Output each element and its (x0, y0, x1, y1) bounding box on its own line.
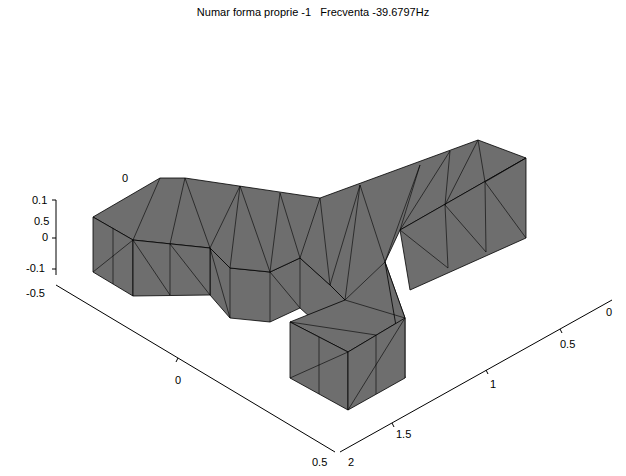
axis-tick-label: 2 (348, 456, 354, 469)
axis-tick-label: 0 (175, 374, 181, 387)
mesh-faces (93, 140, 526, 410)
axis-tick-label: -0.1 (26, 262, 45, 275)
axis-tick-label: 0.5 (312, 456, 327, 469)
axis-tick-label: 0.1 (32, 194, 47, 207)
axis-tick-label: 0 (122, 172, 128, 185)
axis-tick-label: 1.5 (396, 428, 411, 441)
axis-tick-label: 0 (42, 231, 48, 244)
axis-tick-label: 0.5 (34, 215, 49, 228)
mesh-edges (93, 140, 526, 410)
plot-title: Numar forma proprie -1 Frecventa -39.679… (0, 6, 626, 19)
axis-tick-label: 1 (490, 378, 496, 391)
axis-tick-label: -0.5 (26, 287, 45, 300)
axis-tick-label: 0.5 (560, 338, 575, 351)
axis-tick-label: 0 (606, 306, 612, 319)
